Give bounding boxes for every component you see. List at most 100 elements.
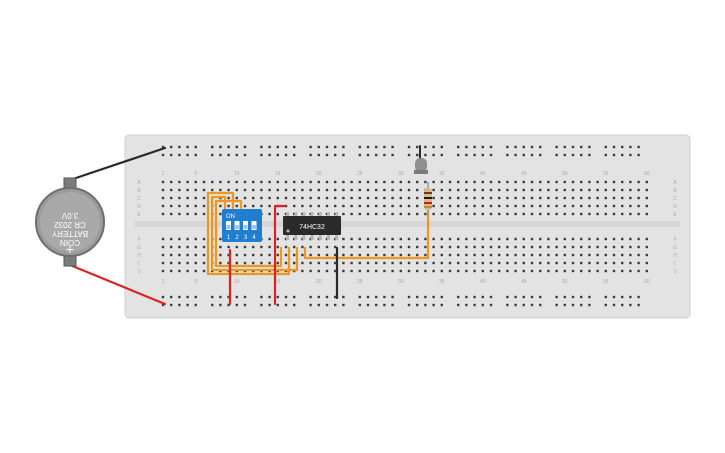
breadboard-hole[interactable] [219, 180, 222, 184]
breadboard-hole[interactable] [383, 295, 386, 299]
breadboard-hole[interactable] [580, 303, 583, 307]
breadboard-hole[interactable] [194, 303, 197, 307]
breadboard-hole[interactable] [498, 237, 501, 241]
breadboard-hole[interactable] [563, 295, 566, 299]
breadboard-hole[interactable] [489, 180, 493, 184]
breadboard-hole[interactable] [580, 253, 583, 257]
breadboard-hole[interactable] [284, 196, 288, 200]
breadboard-hole[interactable] [342, 196, 345, 200]
breadboard-hole[interactable] [498, 196, 501, 200]
breadboard-hole[interactable] [235, 303, 238, 307]
breadboard-hole[interactable] [194, 212, 197, 216]
breadboard-hole[interactable] [555, 253, 558, 257]
breadboard-hole[interactable] [514, 204, 517, 208]
breadboard-hole[interactable] [309, 253, 312, 257]
breadboard-hole[interactable] [465, 245, 468, 249]
breadboard-hole[interactable] [186, 295, 189, 299]
breadboard-hole[interactable] [555, 212, 558, 216]
breadboard-hole[interactable] [334, 245, 337, 249]
breadboard-hole[interactable] [489, 153, 493, 157]
red-wire-chip[interactable] [273, 204, 287, 306]
breadboard-hole[interactable] [317, 269, 320, 273]
breadboard-hole[interactable] [366, 261, 370, 265]
breadboard-hole[interactable] [539, 303, 542, 307]
breadboard-hole[interactable] [170, 295, 173, 299]
breadboard-hole[interactable] [235, 153, 238, 157]
breadboard-hole[interactable] [375, 295, 378, 299]
breadboard-hole[interactable] [621, 145, 624, 149]
breadboard-hole[interactable] [161, 237, 165, 241]
breadboard-hole[interactable] [391, 180, 394, 184]
breadboard-hole[interactable] [342, 245, 345, 249]
breadboard-hole[interactable] [481, 196, 484, 200]
breadboard-hole[interactable] [465, 204, 468, 208]
breadboard-hole[interactable] [325, 188, 329, 192]
breadboard-hole[interactable] [186, 237, 189, 241]
breadboard-hole[interactable] [268, 245, 271, 249]
breadboard-hole[interactable] [539, 237, 542, 241]
breadboard-hole[interactable] [457, 237, 460, 241]
breadboard-hole[interactable] [473, 269, 476, 273]
breadboard-hole[interactable] [358, 253, 361, 257]
breadboard-hole[interactable] [211, 303, 214, 307]
breadboard-hole[interactable] [506, 188, 509, 192]
breadboard-hole[interactable] [424, 145, 427, 149]
breadboard-hole[interactable] [440, 204, 443, 208]
breadboard-hole[interactable] [170, 180, 173, 184]
breadboard-hole[interactable] [440, 295, 443, 299]
breadboard-hole[interactable] [621, 295, 624, 299]
breadboard-hole[interactable] [186, 212, 189, 216]
breadboard-hole[interactable] [621, 153, 624, 157]
breadboard-hole[interactable] [284, 153, 288, 157]
breadboard-hole[interactable] [170, 303, 173, 307]
breadboard-hole[interactable] [465, 237, 468, 241]
breadboard-hole[interactable] [604, 188, 607, 192]
breadboard-hole[interactable] [391, 261, 394, 265]
breadboard-hole[interactable] [375, 188, 378, 192]
breadboard-hole[interactable] [432, 295, 435, 299]
breadboard-hole[interactable] [350, 245, 353, 249]
breadboard-hole[interactable] [571, 204, 575, 208]
breadboard-hole[interactable] [194, 188, 197, 192]
breadboard-hole[interactable] [211, 180, 214, 184]
breadboard-hole[interactable] [317, 245, 320, 249]
breadboard-hole[interactable] [547, 261, 550, 265]
breadboard-hole[interactable] [301, 180, 304, 184]
breadboard-hole[interactable] [391, 245, 394, 249]
breadboard-hole[interactable] [588, 145, 591, 149]
breadboard-hole[interactable] [612, 253, 616, 257]
breadboard-hole[interactable] [407, 204, 411, 208]
breadboard-hole[interactable] [530, 261, 534, 265]
breadboard-hole[interactable] [358, 261, 361, 265]
breadboard-hole[interactable] [375, 245, 378, 249]
breadboard-hole[interactable] [448, 237, 452, 241]
breadboard-hole[interactable] [489, 237, 493, 241]
breadboard-hole[interactable] [645, 180, 648, 184]
breadboard-hole[interactable] [161, 212, 165, 216]
breadboard-hole[interactable] [481, 261, 484, 265]
breadboard-hole[interactable] [342, 180, 345, 184]
breadboard-hole[interactable] [186, 204, 189, 208]
breadboard-hole[interactable] [325, 261, 329, 265]
breadboard-hole[interactable] [563, 180, 566, 184]
breadboard-hole[interactable] [440, 145, 443, 149]
breadboard-hole[interactable] [178, 153, 181, 157]
breadboard-hole[interactable] [637, 303, 640, 307]
breadboard-hole[interactable] [350, 269, 353, 273]
breadboard-hole[interactable] [522, 196, 525, 200]
orange-wire-1[interactable] [210, 195, 299, 272]
breadboard-hole[interactable] [186, 188, 189, 192]
breadboard-hole[interactable] [293, 153, 296, 157]
breadboard-hole[interactable] [498, 245, 501, 249]
breadboard-hole[interactable] [539, 145, 542, 149]
breadboard-hole[interactable] [186, 180, 189, 184]
breadboard-hole[interactable] [448, 180, 452, 184]
breadboard-hole[interactable] [514, 245, 517, 249]
breadboard-hole[interactable] [563, 212, 566, 216]
breadboard-hole[interactable] [293, 253, 296, 257]
breadboard-hole[interactable] [243, 253, 247, 257]
breadboard-hole[interactable] [588, 295, 591, 299]
breadboard-hole[interactable] [317, 253, 320, 257]
breadboard-hole[interactable] [645, 253, 648, 257]
breadboard-hole[interactable] [457, 196, 460, 200]
